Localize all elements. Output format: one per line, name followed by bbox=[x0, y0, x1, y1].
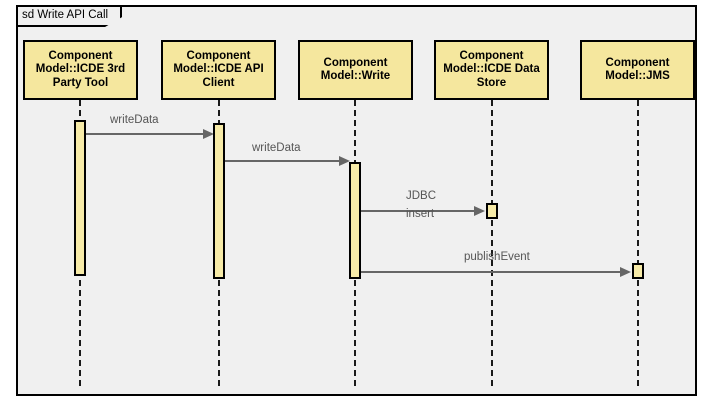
lifeline-head-line-3: Client bbox=[202, 76, 235, 89]
lifeline-head-line-2: Model::ICDE API bbox=[173, 63, 264, 76]
frame-label-tab bbox=[16, 5, 122, 27]
activation-icde-api-client[interactable] bbox=[213, 123, 225, 279]
lifeline-head-jms[interactable]: Component Model::JMS bbox=[580, 40, 695, 100]
message-line-publish-event bbox=[361, 271, 621, 273]
lifeline-icde-data-store bbox=[491, 100, 493, 386]
lifeline-head-line-2: Model::Write bbox=[320, 70, 391, 82]
message-line-jdbc-insert bbox=[361, 210, 475, 212]
lifeline-head-line-1: Component bbox=[605, 56, 670, 69]
frame-label-text: sd Write API Call bbox=[22, 9, 109, 21]
lifeline-head-line-1: Component bbox=[323, 56, 388, 69]
message-arrowhead-write-data-1 bbox=[203, 129, 214, 139]
lifeline-jms bbox=[637, 100, 639, 386]
lifeline-head-line-3: Store bbox=[476, 76, 507, 89]
message-label-write-data-1: writeData bbox=[110, 114, 159, 126]
message-label-jdbc-insert-line-1: JDBC bbox=[406, 190, 437, 202]
message-label-write-data-2: writeData bbox=[252, 142, 301, 154]
lifeline-head-line-2: Model::JMS bbox=[605, 70, 670, 82]
lifeline-head-icde-3rd-party-tool[interactable]: Component Model::ICDE 3rd Party Tool bbox=[23, 40, 138, 100]
message-arrowhead-write-data-2 bbox=[339, 156, 350, 166]
message-arrowhead-jdbc-insert bbox=[474, 206, 485, 216]
lifeline-head-line-2: Model::ICDE Data bbox=[443, 63, 540, 76]
activation-write[interactable] bbox=[349, 162, 361, 279]
activation-icde-data-store[interactable] bbox=[486, 203, 498, 219]
lifeline-head-icde-data-store[interactable]: Component Model::ICDE Data Store bbox=[434, 40, 549, 100]
message-line-write-data-1 bbox=[86, 133, 204, 135]
message-label-jdbc-insert-line-2: insert bbox=[406, 208, 435, 220]
lifeline-head-line-1: Component bbox=[459, 49, 524, 62]
lifeline-head-line-2: Model::ICDE 3rd bbox=[35, 63, 126, 76]
message-label-publish-event: publishEvent bbox=[464, 251, 530, 263]
message-arrowhead-publish-event bbox=[620, 267, 631, 277]
lifeline-head-line-3: Party Tool bbox=[52, 76, 109, 89]
lifeline-head-line-1: Component bbox=[48, 49, 113, 62]
lifeline-head-write[interactable]: Component Model::Write bbox=[298, 40, 413, 100]
lifeline-head-icde-api-client[interactable]: Component Model::ICDE API Client bbox=[161, 40, 276, 100]
activation-icde-3rd-party-tool[interactable] bbox=[74, 120, 86, 276]
activation-jms[interactable] bbox=[632, 263, 644, 279]
lifeline-head-line-1: Component bbox=[186, 49, 251, 62]
message-line-write-data-2 bbox=[225, 160, 340, 162]
